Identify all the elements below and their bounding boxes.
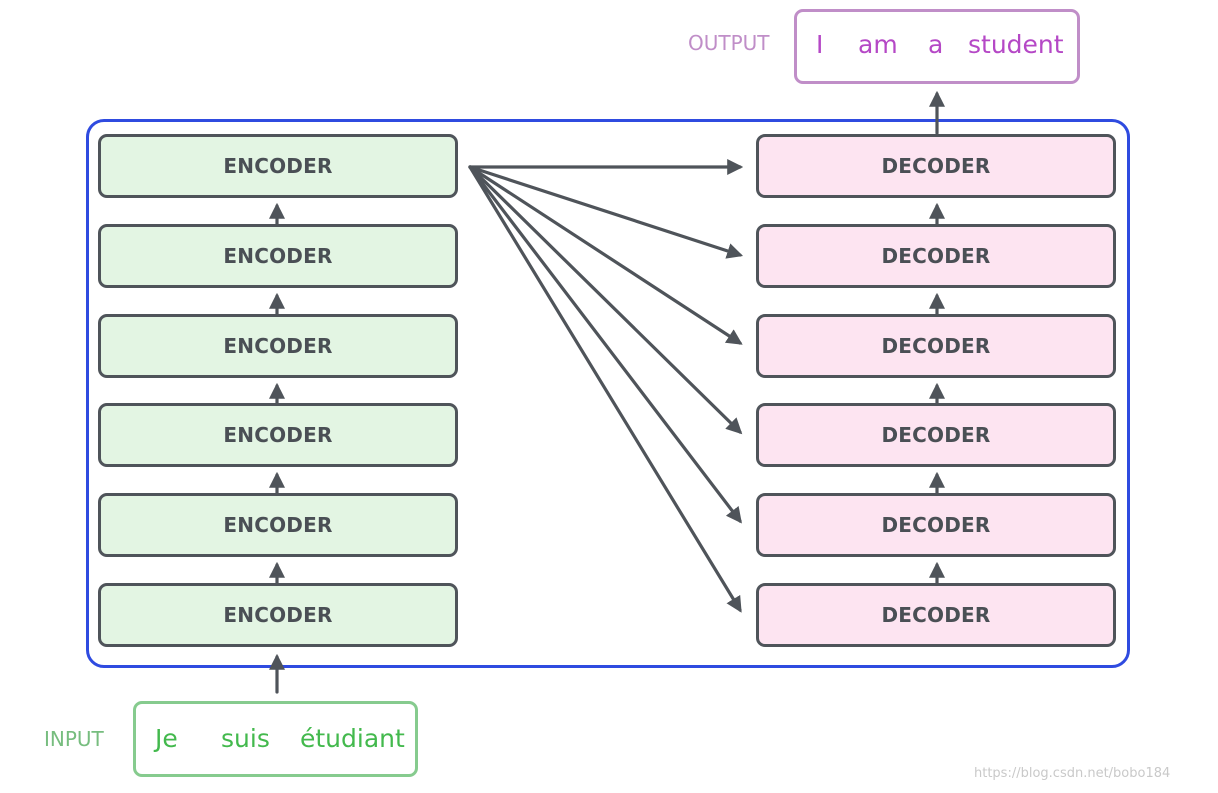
encoder-block-6: ENCODER (98, 134, 458, 198)
encoder-label: ENCODER (223, 423, 333, 447)
decoder-block-2: DECODER (756, 493, 1116, 557)
output-box (794, 9, 1080, 84)
encoder-label: ENCODER (223, 603, 333, 627)
decoder-label: DECODER (881, 513, 991, 537)
decoder-block-4: DECODER (756, 314, 1116, 378)
arrow-encoder-to-decoder-2 (468, 165, 742, 524)
decoder-label: DECODER (881, 244, 991, 268)
decoder-label: DECODER (881, 423, 991, 447)
arrow-encoder-to-decoder-4 (468, 165, 743, 345)
output-word: a (928, 30, 944, 59)
arrow-encoder-to-decoder-3 (468, 165, 743, 435)
encoder-block-2: ENCODER (98, 493, 458, 557)
decoder-label: DECODER (881, 334, 991, 358)
input-word: suis (221, 724, 270, 753)
output-label: OUTPUT (688, 31, 770, 55)
encoder-block-5: ENCODER (98, 224, 458, 288)
arrow-encoder-to-decoder-5 (468, 165, 744, 259)
decoder-block-3: DECODER (756, 403, 1116, 467)
encoder-decoder-stack-frame (86, 119, 1130, 668)
encoder-block-3: ENCODER (98, 403, 458, 467)
encoder-label: ENCODER (223, 513, 333, 537)
input-word: étudiant (300, 724, 405, 753)
encoder-block-4: ENCODER (98, 314, 458, 378)
input-word: Je (155, 724, 178, 753)
watermark: https://blog.csdn.net/bobo184 (974, 766, 1171, 781)
decoder-block-6: DECODER (756, 134, 1116, 198)
output-word: student (968, 30, 1064, 59)
arrow-encoder-to-decoder-1 (468, 165, 742, 613)
output-word: am (858, 30, 898, 59)
input-label: INPUT (44, 727, 104, 751)
output-word: I (816, 30, 824, 59)
decoder-label: DECODER (881, 603, 991, 627)
encoder-label: ENCODER (223, 244, 333, 268)
decoder-label: DECODER (881, 154, 991, 178)
decoder-block-5: DECODER (756, 224, 1116, 288)
encoder-block-1: ENCODER (98, 583, 458, 647)
input-box (133, 701, 418, 777)
encoder-label: ENCODER (223, 154, 333, 178)
encoder-label: ENCODER (223, 334, 333, 358)
decoder-block-1: DECODER (756, 583, 1116, 647)
